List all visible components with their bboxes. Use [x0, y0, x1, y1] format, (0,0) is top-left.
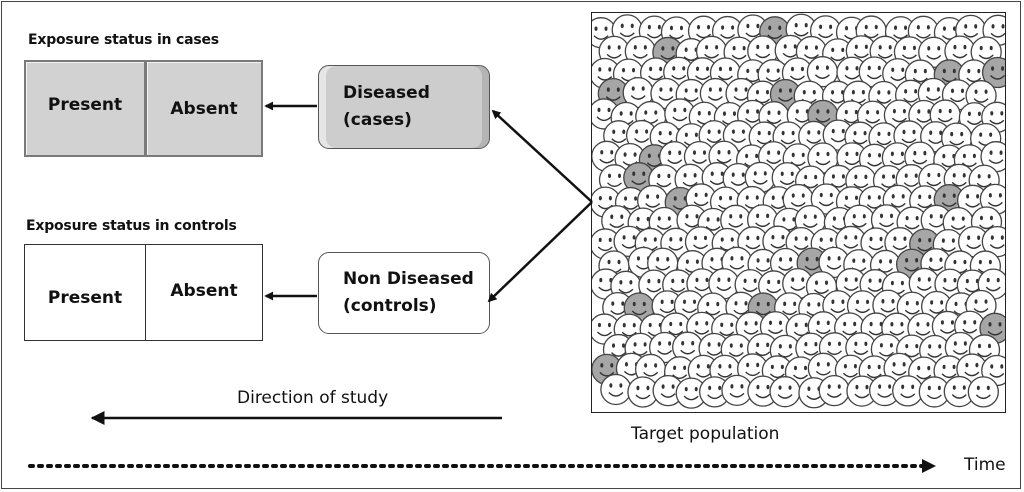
population-faces: [592, 13, 1005, 409]
healthy-person-icon: [720, 204, 752, 236]
healthy-person-icon: [956, 353, 988, 385]
healthy-person-icon: [672, 331, 704, 363]
direction-of-study-label: Direction of study: [237, 388, 389, 408]
cases-absent-cell: Absent: [145, 60, 263, 157]
controls-exposure-heading: Exposure status in controls: [26, 218, 237, 234]
healthy-person-icon: [836, 56, 868, 88]
cases-absent-label: Absent: [170, 98, 238, 119]
healthy-person-icon: [818, 374, 850, 407]
target-population-box: [591, 12, 1006, 413]
diseased-person-icon: [981, 56, 1005, 89]
healthy-person-icon: [869, 374, 901, 407]
healthy-person-icon: [744, 161, 776, 194]
healthy-person-icon: [944, 35, 976, 67]
healthy-person-icon: [918, 376, 950, 408]
controls-present-label: Present: [47, 287, 123, 308]
healthy-person-icon: [835, 225, 867, 258]
healthy-person-icon: [769, 376, 801, 408]
cases-present-label: Present: [47, 94, 123, 115]
time-label: Time: [964, 455, 1006, 475]
controls-absent-label: Absent: [170, 280, 238, 301]
cases-present-cell: Present: [24, 60, 146, 157]
controls-label: (controls): [343, 296, 437, 316]
healthy-person-icon: [892, 375, 924, 407]
diseased-label: Diseased: [343, 83, 430, 103]
controls-absent-cell: Absent: [145, 244, 263, 341]
cases-exposure-heading: Exposure status in cases: [28, 32, 219, 48]
healthy-person-icon: [967, 376, 999, 408]
healthy-person-icon: [699, 376, 731, 408]
controls-present-cell: Present: [24, 244, 146, 341]
diseased-cases-box: Diseased (cases): [318, 65, 490, 149]
cases-label: (cases): [343, 110, 412, 130]
non-diseased-label: Non Diseased: [343, 269, 474, 289]
non-diseased-controls-box: Non Diseased (controls): [318, 252, 490, 334]
target-population-label: Target population: [631, 424, 780, 444]
healthy-person-icon: [600, 373, 632, 406]
